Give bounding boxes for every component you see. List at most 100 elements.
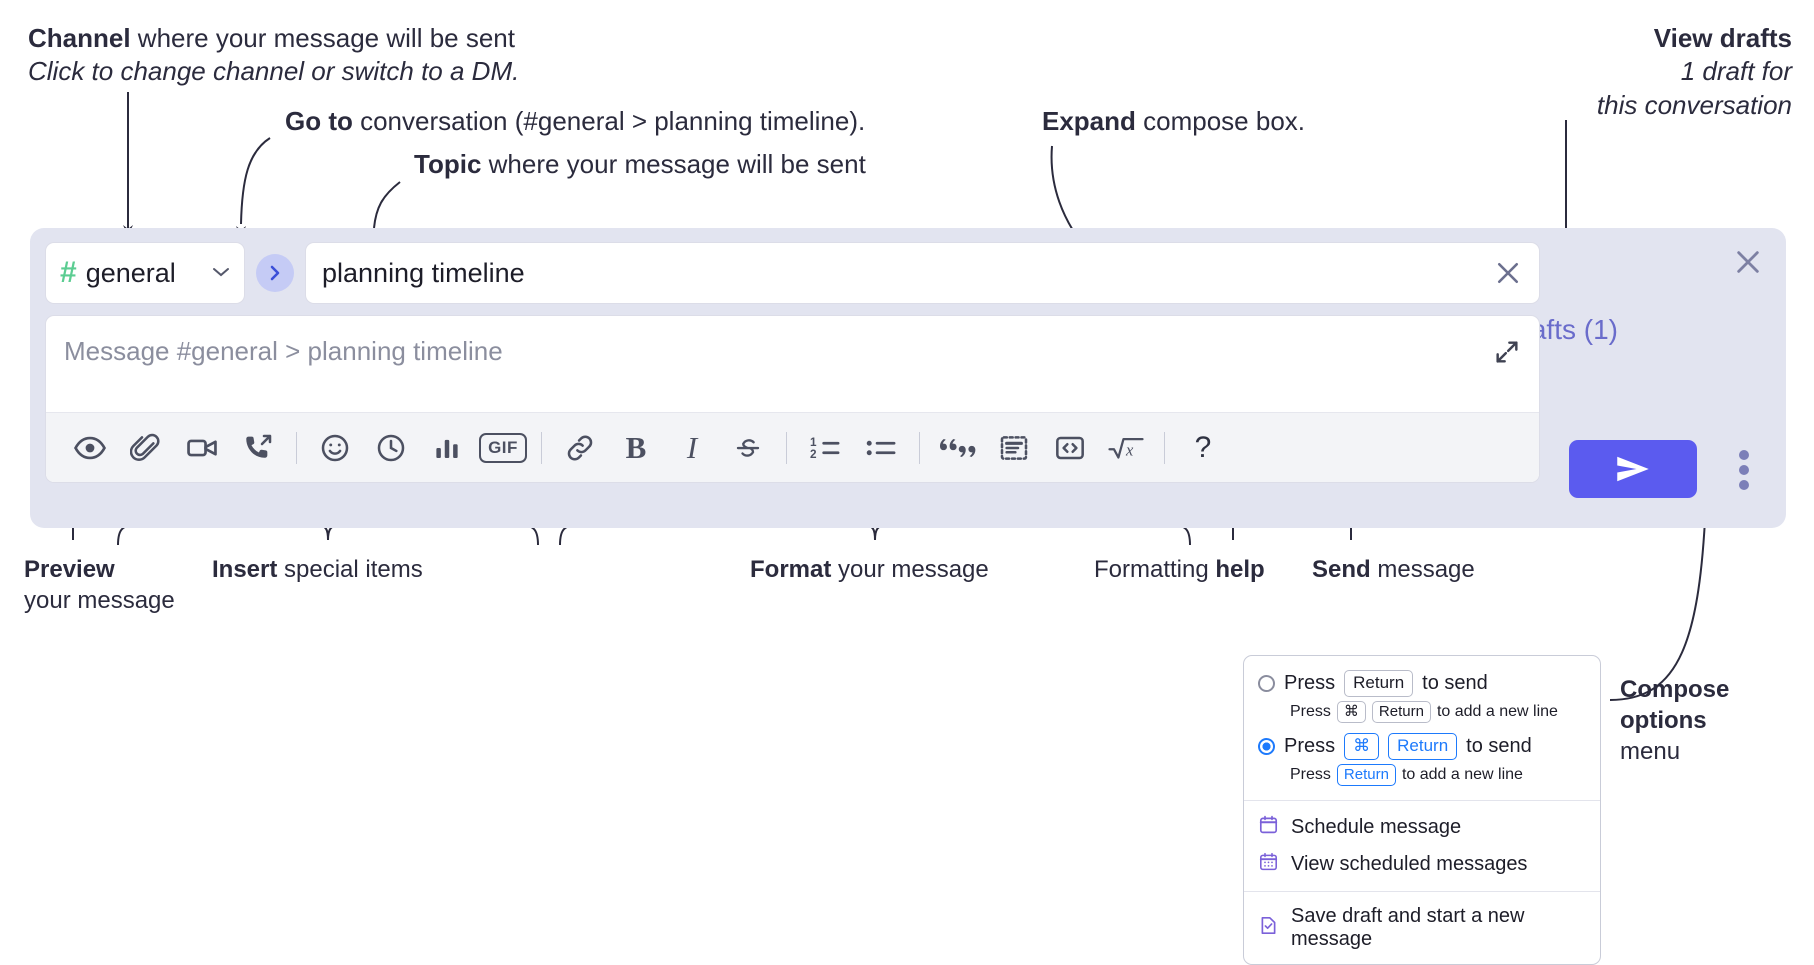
math-icon[interactable]: x [1098,423,1154,473]
gif-icon[interactable]: GIF [475,423,531,473]
annotation-formatting-help-pre: Formatting [1094,556,1216,583]
send-shortcut-options: Press Return to send Press ⌘ Return to a… [1244,656,1600,802]
close-icon[interactable] [1732,246,1764,278]
italic-label: I [686,429,698,465]
annotation-insert-bold: Insert [212,556,278,583]
annotation-send-bold: Send [1312,556,1371,583]
menu-item-view-scheduled-messages[interactable]: View scheduled messages [1244,846,1600,883]
key-chip-return: Return [1336,764,1396,787]
message-box: Message #general > planning timeline [45,315,1540,483]
expand-icon[interactable] [1493,338,1521,366]
italic-icon[interactable]: I [664,423,720,473]
channel-selector[interactable]: # general [45,242,245,304]
radio-option-return[interactable]: Press Return to send Press ⌘ Return to a… [1244,668,1600,724]
schedule-menu-group: Schedule message View scheduled messages [1244,801,1600,893]
option-text-pre: Press [1284,671,1336,694]
formatting-toolbar: GIF B I 1 [46,412,1539,482]
menu-item-label: View scheduled messages [1291,853,1528,876]
annotation-formatting-help: Formatting help [1094,555,1265,586]
option-sub-post: to add a new line [1401,766,1523,784]
annotation-expand-rest: compose box. [1135,106,1306,136]
svg-text:x: x [1125,440,1134,459]
ordered-list-icon[interactable]: 1 2 [797,423,853,473]
annotation-channel-italic: Click to change channel or switch to a D… [28,56,520,87]
help-label: ? [1194,430,1212,464]
calendar-icon [1258,814,1279,841]
gif-label: GIF [479,432,527,463]
annotation-formatting-help-bold: help [1215,556,1265,583]
annotation-view-drafts-bold: View drafts [1653,23,1792,53]
chevron-down-icon [212,263,230,283]
option-sub-pre: Press [1290,703,1331,721]
kebab-dot [1739,465,1749,475]
option-sub-pre: Press [1290,766,1331,784]
audio-call-icon[interactable] [230,423,286,473]
strikethrough-icon[interactable] [720,423,776,473]
emoji-icon[interactable] [307,423,363,473]
video-icon[interactable] [174,423,230,473]
poll-icon[interactable] [419,423,475,473]
compose-options-menu: Press Return to send Press ⌘ Return to a… [1243,655,1601,965]
annotation-topic-bold: Topic [414,149,482,179]
annotation-goto-bold: Go to [285,106,353,136]
help-icon[interactable]: ? [1175,423,1231,473]
menu-item-schedule-message[interactable]: Schedule message [1244,809,1600,846]
annotation-preview-bold: Preview [24,556,115,583]
compose-left-column: # general planning timeline Message #gen… [45,242,1540,483]
radio-option-return-row: Press Return to send [1244,668,1600,699]
radio-button[interactable] [1258,674,1275,692]
option-text-post: to send [1422,671,1488,694]
hash-icon: # [60,256,77,289]
goto-conversation-button[interactable] [256,254,294,292]
clock-icon[interactable] [363,423,419,473]
message-placeholder: Message #general > planning timeline [64,336,503,366]
send-button[interactable] [1569,440,1697,498]
key-chip-return: Return [1344,670,1414,697]
topic-value: planning timeline [322,257,525,288]
channel-name: general [85,257,176,288]
kebab-dot [1739,480,1749,490]
menu-item-save-draft[interactable]: Save draft and start a new message [1244,900,1600,956]
separator [786,431,787,464]
clear-topic-icon[interactable] [1493,258,1523,288]
separator [1164,431,1165,464]
compose-options-button[interactable] [1730,446,1758,494]
compose-header-row: # general planning timeline [45,242,1540,304]
preview-icon[interactable] [62,423,118,473]
annotation-topic-rest: where your message will be sent [481,149,866,179]
radio-option-command-return[interactable]: Press ⌘ Return to send Press Return to a… [1244,731,1600,787]
separator [541,431,542,464]
bold-label: B [625,429,647,465]
blockquote-icon[interactable] [930,423,986,473]
key-chip-command: ⌘ [1344,733,1380,761]
annotation-compose-options-bold2: options [1620,707,1707,735]
key-chip-return: Return [1371,700,1431,724]
bullet-list-icon[interactable] [853,423,909,473]
annotation-format: Format your message [750,555,989,586]
annotation-topic: Topic where your message will be sent [414,148,866,181]
option-text-post: to send [1466,735,1532,758]
annotation-expand: Expand compose box. [1042,105,1305,138]
svg-text:2: 2 [810,447,817,460]
option-sub-post: to add a new line [1436,703,1558,721]
message-input[interactable]: Message #general > planning timeline [46,316,1539,412]
annotation-insert: Insert special items [212,555,423,586]
compose-panel: Drafts (1) # general planning timeline [30,228,1786,528]
code-block-icon[interactable] [986,423,1042,473]
bold-icon[interactable]: B [608,423,664,473]
radio-button-selected[interactable] [1258,738,1275,756]
link-icon[interactable] [552,423,608,473]
attachment-icon[interactable] [118,423,174,473]
key-chip-command: ⌘ [1336,700,1366,724]
annotation-view-drafts-line2: 1 draft for [1680,56,1792,87]
annotation-compose-options-rest: menu [1620,738,1681,766]
inline-code-icon[interactable] [1042,423,1098,473]
topic-input[interactable]: planning timeline [305,242,1540,304]
annotation-preview: Preview your message [24,555,175,616]
annotation-view-drafts-line3: this conversation [1596,89,1792,120]
radio-option-command-return-sub: Press Return to add a new line [1244,764,1600,787]
annotation-compose-options-bold1: Compose [1620,676,1730,703]
annotation-channel-rest: where your message will be sent [130,23,515,53]
save-draft-icon [1258,915,1279,942]
annotation-channel-bold: Channel [28,23,131,53]
